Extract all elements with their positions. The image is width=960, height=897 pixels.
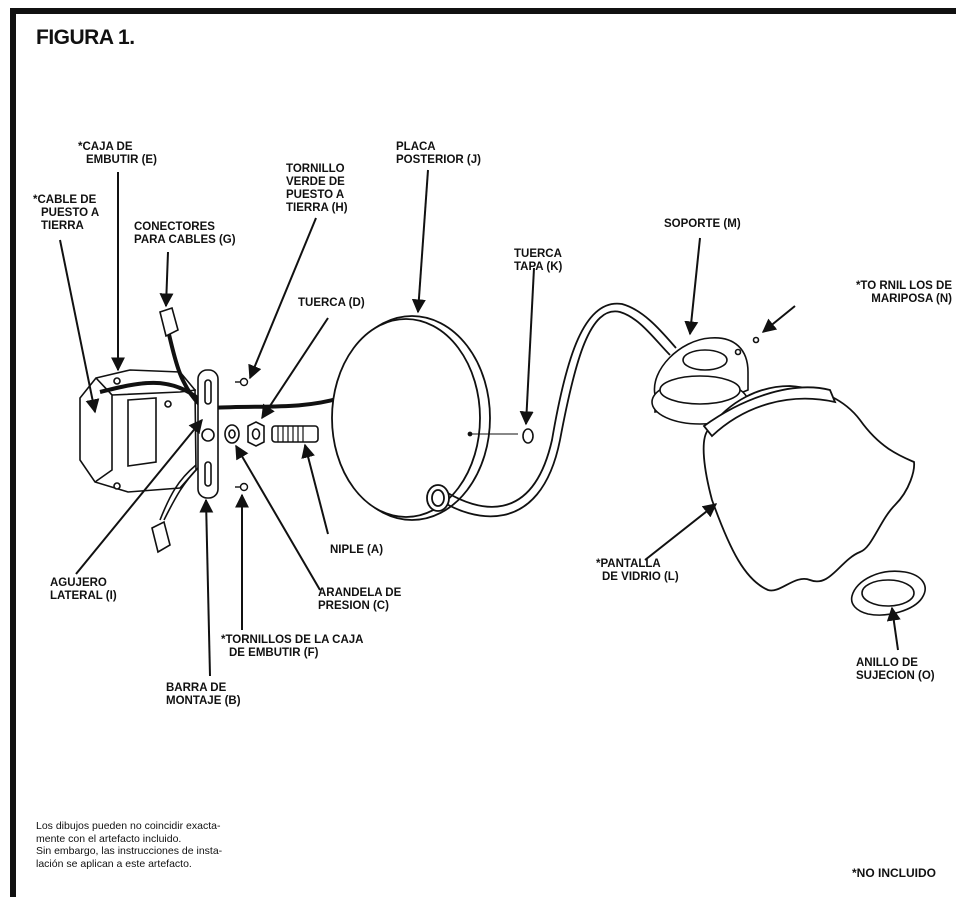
washer-nut-nipple xyxy=(224,421,319,447)
cap-nut xyxy=(522,428,534,444)
disclaimer-note: Los dibujos pueden no coincidir exacta- … xyxy=(36,820,223,870)
wires xyxy=(99,329,341,521)
mounting-bar xyxy=(197,369,219,499)
backplate xyxy=(331,315,518,521)
not-included-note: *NO INCLUIDO xyxy=(852,866,936,880)
retaining-ring xyxy=(850,570,926,616)
arm xyxy=(426,302,677,518)
screws xyxy=(235,377,249,492)
label-nipple: NIPLE (A) xyxy=(330,544,384,556)
figure-frame xyxy=(10,8,956,897)
label-holder: SOPORTE (M) xyxy=(664,218,741,230)
glass-shade xyxy=(702,385,915,592)
leader-arrows xyxy=(59,169,901,677)
wire-connectors xyxy=(151,306,179,554)
figure-title: FIGURA 1. xyxy=(36,26,135,49)
label-nut: TUERCA (D) xyxy=(298,297,365,309)
